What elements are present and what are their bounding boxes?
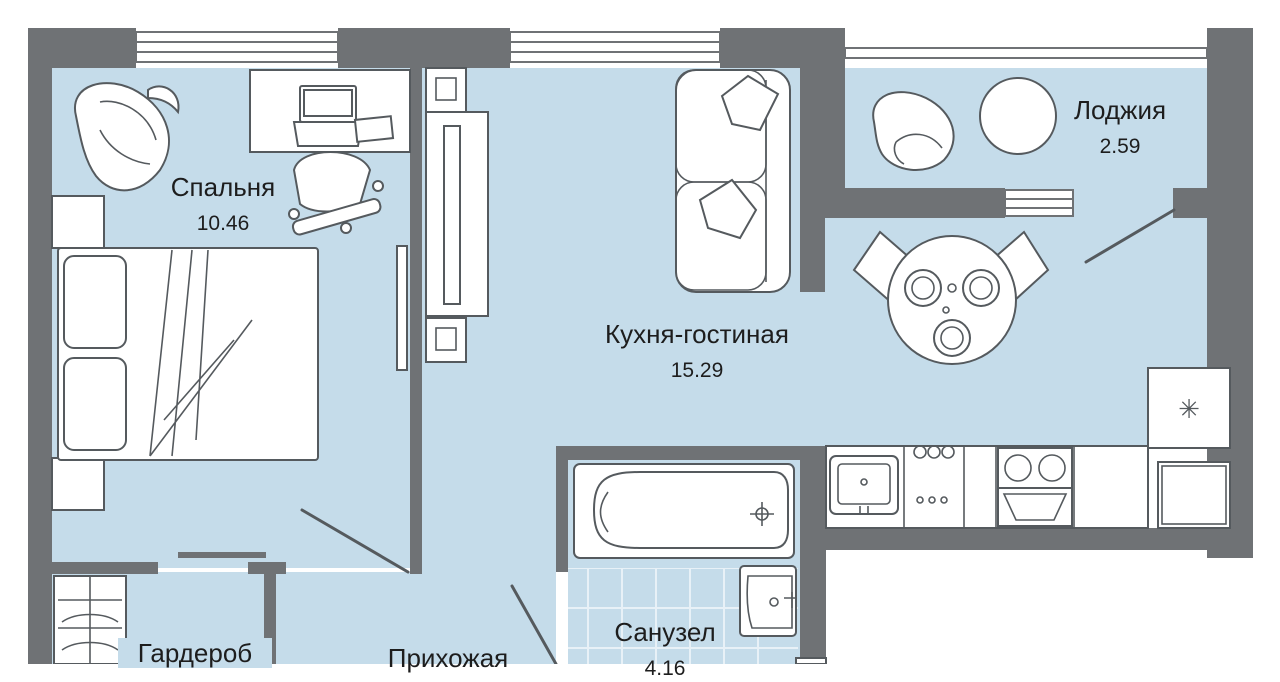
wall-loggia-left: [800, 28, 845, 218]
doors: [300, 208, 1176, 664]
laptop-icon: [292, 85, 364, 147]
dining-set: [852, 230, 1050, 365]
windows: [135, 31, 1208, 217]
wall-bedroom-right: [410, 68, 422, 574]
wall-loggia-right-stub: [1173, 188, 1207, 218]
room-name: Санузел: [614, 617, 716, 647]
room-label-loggia: Лоджия 2.59: [1060, 95, 1180, 160]
living-furniture: ✳: [425, 67, 1231, 529]
pillow-top: [63, 255, 127, 349]
armchair-bedroom: [73, 82, 180, 192]
room-area: 10.46: [196, 212, 250, 235]
loggia-table: [979, 77, 1057, 155]
wall-top-middle: [338, 28, 510, 68]
washbasin: [739, 565, 797, 637]
window-bedroom: [135, 31, 339, 63]
balcony-door: [1004, 189, 1074, 217]
door-bedroom: [300, 508, 410, 574]
room-label-wardrobe: Гардероб: [118, 638, 272, 668]
cabinet-corner: [1157, 461, 1231, 529]
cooktop: [997, 447, 1073, 489]
room-label-hallway: Прихожая: [368, 643, 528, 673]
room-area: 4.16: [644, 657, 686, 680]
wall-kitchen-bottom: [800, 528, 1253, 550]
wardrobe-rack: [53, 575, 127, 664]
speaker-top: [425, 67, 467, 113]
fridge-icon: ✳: [1178, 395, 1200, 425]
wall-left: [28, 28, 52, 664]
room-area: 15.29: [670, 359, 724, 382]
wall-sofa-stub: [800, 218, 825, 292]
wall-bath-top: [556, 446, 826, 460]
room-area: 2.59: [1099, 135, 1141, 158]
room-name: Кухня-гостиная: [605, 319, 789, 349]
floor-plan: ✳: [28, 28, 1253, 664]
round-table: [887, 235, 1017, 365]
room-name: Гардероб: [137, 638, 253, 668]
window-loggia: [844, 47, 1208, 59]
room-label-bathroom: Санузел 4.16: [590, 617, 740, 682]
room-name: Прихожая: [387, 643, 509, 673]
sofa: [675, 69, 791, 293]
bathroom-fixtures: [573, 463, 827, 664]
mouse-pad-icon: [353, 115, 395, 143]
speaker-bottom: [425, 317, 467, 363]
fridge: [1147, 367, 1231, 449]
room-name: Спальня: [170, 172, 276, 202]
bedroom-furniture: [51, 69, 411, 511]
office-chair: [288, 151, 384, 236]
door-loggia: [1084, 208, 1176, 264]
wall-bedroom-bottom: [52, 562, 158, 574]
tv-screen: [443, 125, 461, 305]
room-label-kitchen-living: Кухня-гостиная 15.29: [572, 319, 822, 384]
hallway-floor: [264, 572, 556, 664]
door-bathroom: [510, 584, 558, 664]
bedside-table-bottom: [51, 457, 105, 511]
pillow-bottom: [63, 357, 127, 451]
loggia-furniture: [872, 77, 1057, 172]
kitchen-counter: [825, 445, 1231, 529]
wall-bath-left: [556, 446, 568, 572]
wall-wardrobe-top: [178, 552, 266, 558]
walls: [28, 28, 1253, 664]
wall-loggia-bottom: [800, 188, 1005, 218]
bedside-table-top: [51, 195, 105, 249]
window-kitchen: [509, 31, 721, 63]
room-label-bedroom: Спальня 10.46: [148, 172, 298, 237]
room-name: Лоджия: [1073, 95, 1167, 125]
armchair-loggia: [872, 91, 955, 172]
tv-panel: [396, 245, 408, 371]
wall-bath-right: [800, 446, 826, 664]
